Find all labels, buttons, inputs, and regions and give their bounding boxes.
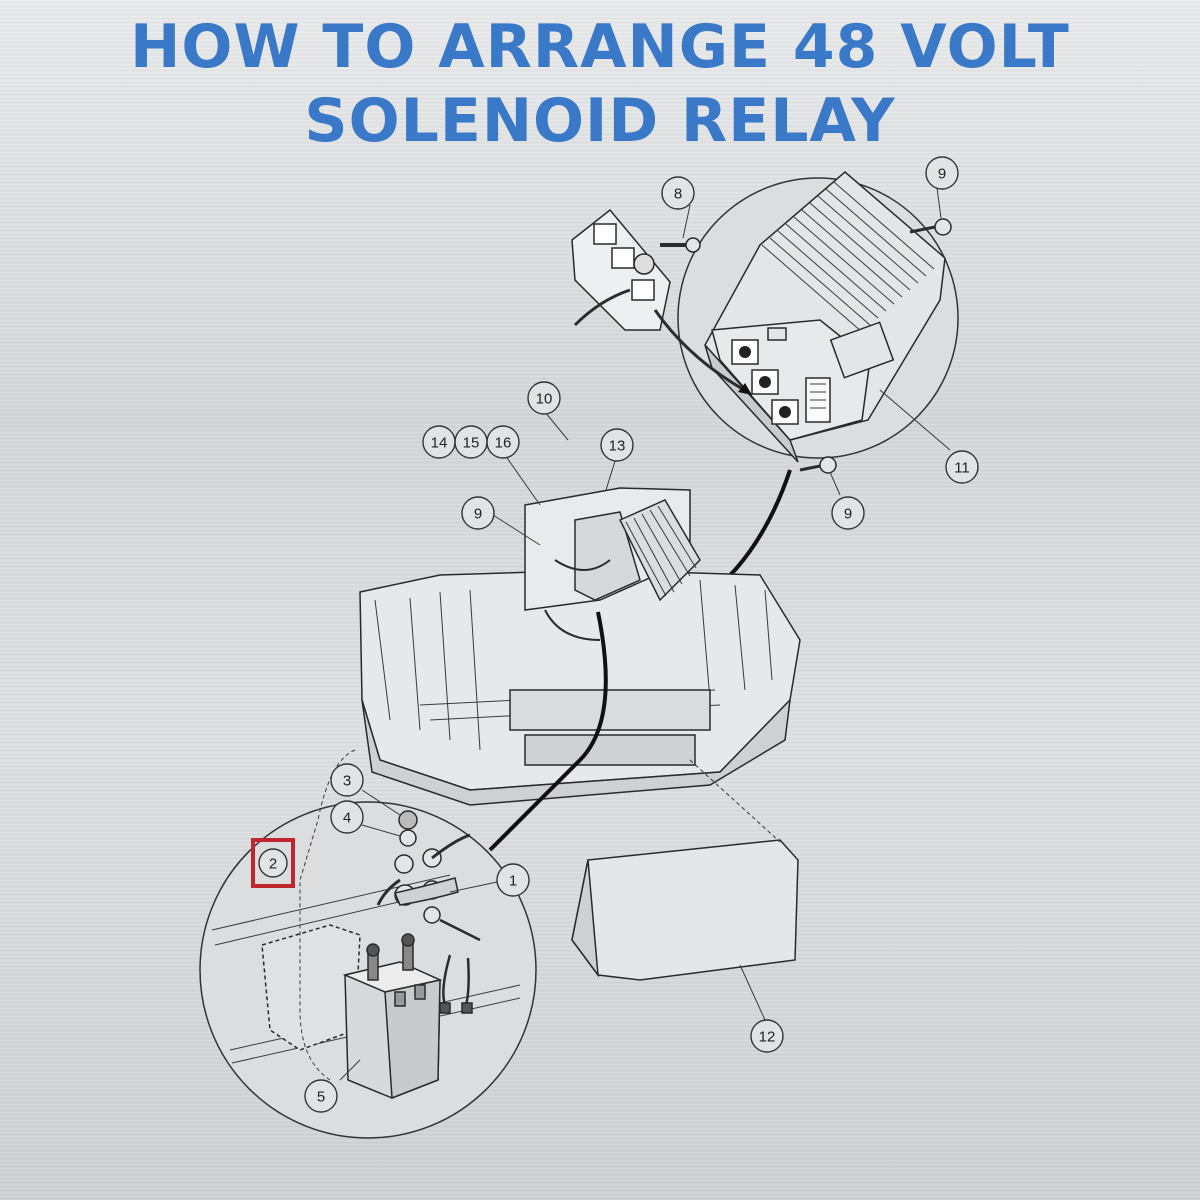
callout-12: 12 [750,1019,784,1053]
callout-3: 3 [330,763,364,797]
highlight-box [251,838,295,888]
motor-controller [704,171,946,463]
callout-15: 15 [454,425,488,459]
controller-detail [571,171,959,474]
svg-text:14: 14 [431,435,448,452]
battery-tray-assembly [359,487,801,806]
svg-text:3: 3 [343,773,351,790]
callout-14: 14 [422,425,456,459]
solenoid-cable [488,611,608,852]
callouts: 8 9 10 14 15 16 13 11 9 9 3 4 2 1 12 5 [251,156,979,1113]
callout-13: 13 [600,428,634,462]
svg-text:5: 5 [317,1089,325,1106]
svg-text:10: 10 [536,391,553,408]
callout-4: 4 [330,800,364,834]
svg-text:9: 9 [938,166,946,183]
tray-cover [571,759,799,981]
leader-lines [339,187,951,1081]
callout-8: 8 [661,176,695,210]
svg-text:13: 13 [609,438,626,455]
solenoid-relay [342,933,443,1100]
callout-10: 10 [527,381,561,415]
callout-9-bottom: 9 [831,496,865,530]
callout-16: 16 [486,425,520,459]
svg-text:1: 1 [509,873,517,890]
svg-text:11: 11 [954,460,970,477]
callout-2-highlighted: 2 [251,838,295,888]
callout-9-top: 9 [925,156,959,190]
svg-text:16: 16 [495,435,512,452]
svg-text:4: 4 [343,810,351,827]
svg-text:8: 8 [674,186,682,203]
title-line-2: SOLENOID RELAY [304,86,896,156]
svg-text:9: 9 [844,506,852,523]
callout-11: 11 [945,450,979,484]
svg-text:12: 12 [759,1029,776,1046]
svg-text:2: 2 [269,856,277,873]
mounting-bolt-bottom [799,456,837,474]
title-line-1: HOW TO ARRANGE 48 VOLT [130,12,1070,82]
terminal-inset [571,208,701,331]
solenoid-detail [199,749,537,1139]
svg-text:9: 9 [474,506,482,523]
callout-1: 1 [496,863,530,897]
svg-text:15: 15 [463,435,480,452]
mounting-bolt-top [909,218,952,236]
callout-5: 5 [304,1079,338,1113]
callout-9-mid: 9 [461,496,495,530]
